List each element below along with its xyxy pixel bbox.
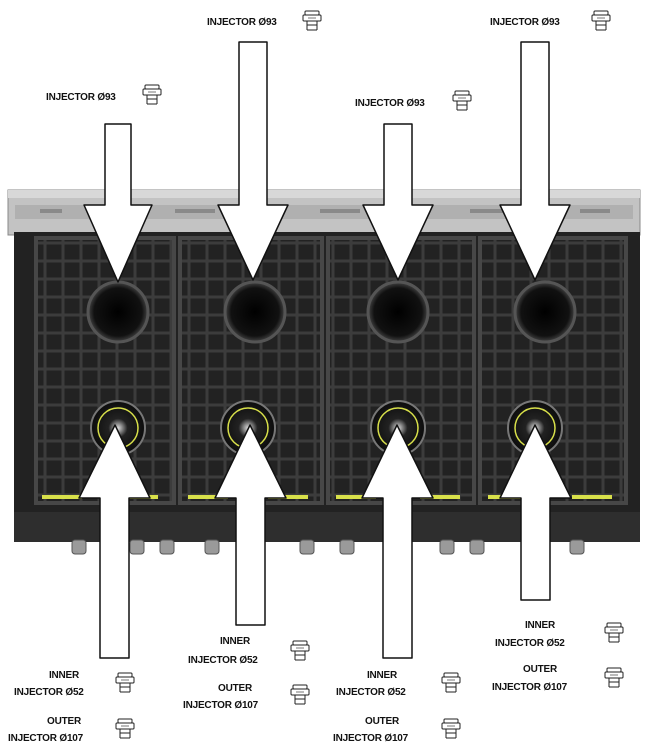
label-inner-title-2: INNER xyxy=(219,636,251,647)
injector-icon xyxy=(290,684,310,706)
label-top-4: INJECTOR Ø93 xyxy=(490,17,560,28)
label-outer-title-4: OUTER xyxy=(522,664,557,675)
arrow-up-4 xyxy=(499,424,572,601)
label-outer-title-2: OUTER xyxy=(217,683,252,694)
label-inner-value-2: INJECTOR Ø52 xyxy=(188,655,258,666)
injector-icon xyxy=(115,718,135,740)
injector-icon xyxy=(115,672,135,694)
injector-icon xyxy=(452,90,472,112)
label-inner-title-3: INNER xyxy=(366,670,398,681)
label-inner-value-4: INJECTOR Ø52 xyxy=(495,638,565,649)
arrow-up-2 xyxy=(214,424,287,626)
label-outer-value-4: INJECTOR Ø107 xyxy=(492,682,568,693)
label-outer-value-2: INJECTOR Ø107 xyxy=(183,700,259,711)
label-inner-value-1: INJECTOR Ø52 xyxy=(14,687,84,698)
injector-icon xyxy=(441,672,461,694)
injector-icon xyxy=(441,718,461,740)
injector-icon xyxy=(604,667,624,689)
label-outer-value-3: INJECTOR Ø107 xyxy=(333,733,409,744)
injector-icon xyxy=(604,622,624,644)
label-inner-value-3: INJECTOR Ø52 xyxy=(336,687,406,698)
injector-icon xyxy=(142,84,162,106)
label-top-1: INJECTOR Ø93 xyxy=(46,92,116,103)
injector-icon xyxy=(302,10,322,32)
label-outer-value-1: INJECTOR Ø107 xyxy=(8,733,84,744)
arrow-down-2 xyxy=(217,41,289,281)
rear-burners xyxy=(86,280,577,344)
label-outer-title-1: OUTER xyxy=(46,716,81,727)
arrow-up-3 xyxy=(361,424,434,659)
arrow-down-1 xyxy=(83,123,153,283)
arrow-down-3 xyxy=(362,123,434,281)
label-inner-title-1: INNER xyxy=(48,670,80,681)
arrow-up-1 xyxy=(78,424,151,659)
arrow-down-4 xyxy=(499,41,571,281)
injector-icon xyxy=(290,640,310,662)
label-top-2: INJECTOR Ø93 xyxy=(207,17,277,28)
label-outer-title-3: OUTER xyxy=(364,716,399,727)
injector-icon xyxy=(591,10,611,32)
label-inner-title-4: INNER xyxy=(524,620,556,631)
label-top-3: INJECTOR Ø93 xyxy=(355,98,425,109)
